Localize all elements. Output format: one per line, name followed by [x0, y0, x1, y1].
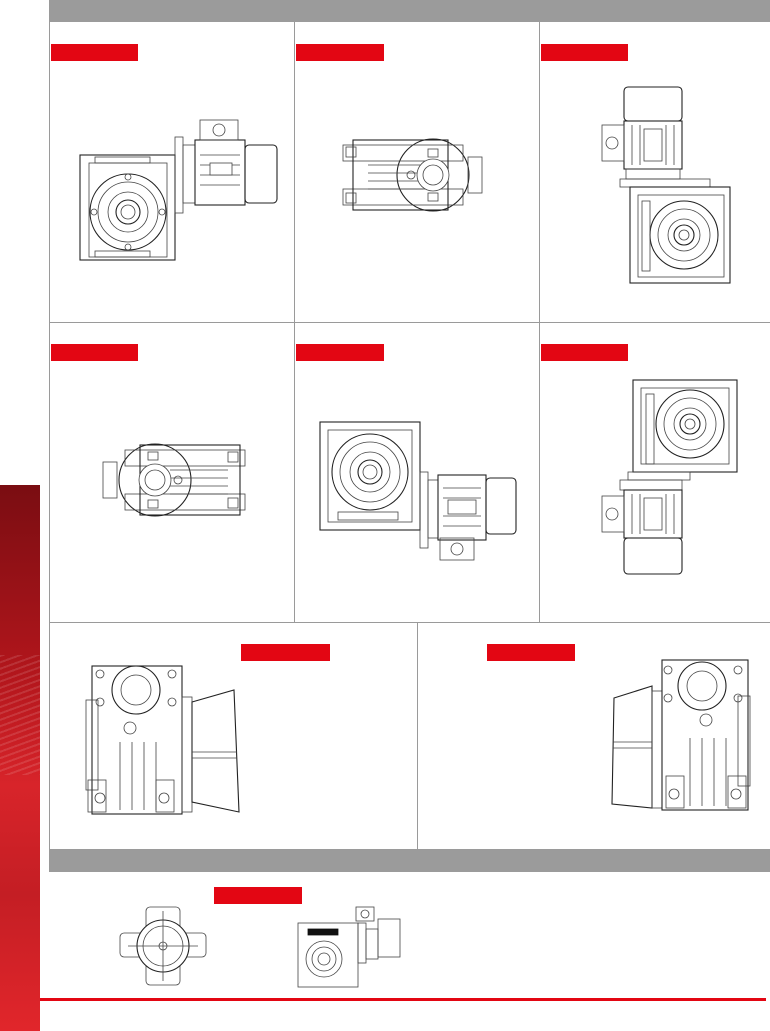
mounting-cell-2	[295, 22, 540, 323]
gearbox-drawing-2	[342, 138, 483, 212]
mounting-cell-3	[540, 22, 770, 323]
mounting-cell-6	[540, 323, 770, 623]
gearbox-drawing-1	[79, 119, 278, 261]
gearbox-drawing-5	[319, 421, 517, 561]
gearbox-drawing-8	[611, 659, 751, 811]
gearbox-drawing-6	[601, 379, 738, 575]
position-tag-4	[51, 344, 138, 361]
top-band	[50, 0, 770, 22]
mounting-cell-7	[50, 623, 418, 850]
position-tag-7	[241, 644, 330, 661]
mounting-cell-8	[418, 623, 770, 850]
gearbox-drawing-4	[102, 443, 246, 517]
output-flange-drawing	[119, 906, 207, 986]
decorative-sidebar	[0, 485, 40, 1031]
position-tag-5	[296, 344, 384, 361]
bottom-band	[50, 850, 770, 872]
mounting-cell-5	[295, 323, 540, 623]
mounting-cell-1	[50, 22, 295, 323]
position-tag-3	[541, 44, 628, 61]
position-tag-8	[487, 644, 575, 661]
frame-left-line	[49, 0, 50, 872]
position-tag-2	[296, 44, 384, 61]
footer-red-rule	[40, 998, 766, 1001]
bottom-section-tag	[214, 887, 302, 904]
mounting-cell-4	[50, 323, 295, 623]
position-tag-1	[51, 44, 138, 61]
assembly-drawing-small	[297, 906, 401, 988]
gearbox-drawing-3	[601, 86, 731, 284]
gearbox-drawing-7	[85, 665, 240, 815]
position-tag-6	[541, 344, 628, 361]
